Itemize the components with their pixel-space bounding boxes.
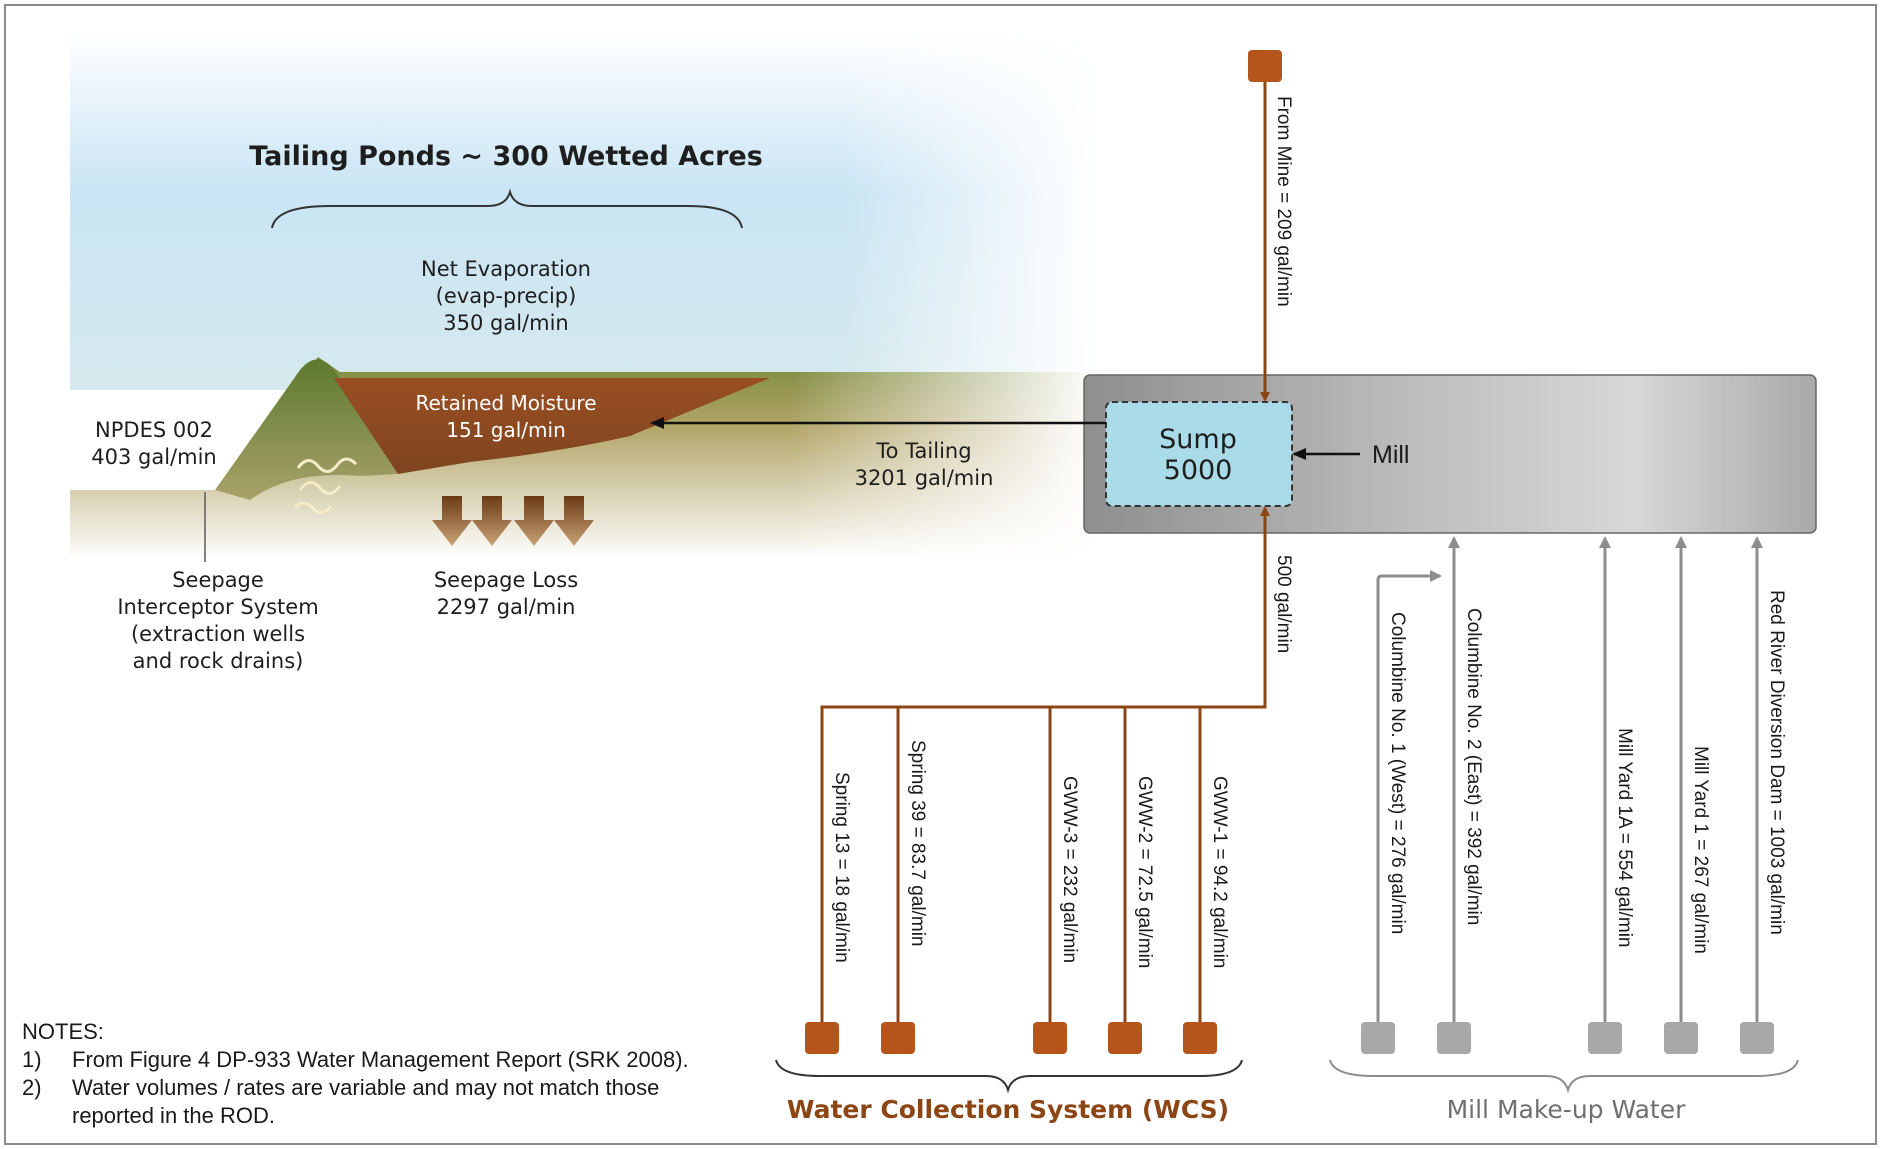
gww-1-box [1183, 1022, 1217, 1054]
wcs-label-gww-1: GWW-1 = 94.2 gal/min [1209, 776, 1230, 968]
gww-3-box [1033, 1022, 1067, 1054]
mill-yard-1-box [1664, 1022, 1698, 1054]
wcs-label-spring-39: Spring 39 = 83.7 gal/min [907, 740, 928, 947]
sump-label: Sump [1159, 424, 1237, 455]
retained-line1: Retained Moisture [415, 391, 596, 415]
mill-yard-1a-box [1588, 1022, 1622, 1054]
note-2-text: Water volumes / rates are variable and m… [72, 1075, 660, 1128]
mine-source-box [1248, 50, 1282, 82]
seepage-loss-line2: 2297 gal/min [437, 595, 576, 619]
notes-heading: NOTES: [22, 1019, 104, 1044]
makeup-label-mill-yard-1a: Mill Yard 1A = 554 gal/min [1614, 728, 1635, 948]
tailing-dam [215, 359, 398, 500]
interceptor-line1: Seepage [172, 568, 264, 592]
interceptor-line3: (extraction wells [131, 622, 305, 646]
mill-label: Mill [1372, 441, 1410, 469]
note-1-number: 1) [22, 1047, 42, 1072]
interceptor-line2: Interceptor System [117, 595, 318, 619]
makeup-label-columbine-2: Columbine No. 2 (East) = 392 gal/min [1463, 608, 1484, 925]
wcs-brace [775, 1059, 1243, 1094]
wcs-flow-label: 500 gal/min [1273, 555, 1294, 653]
retained-moisture-area [334, 378, 770, 474]
spring-39-box [881, 1022, 915, 1054]
columbine-1-box [1361, 1022, 1395, 1054]
npdes-line2: 403 gal/min [91, 445, 216, 469]
seepage-squiggle [293, 457, 358, 514]
makeup-source-boxes [1361, 1022, 1774, 1054]
note-2-number: 2) [22, 1075, 42, 1100]
columbine-2-box [1437, 1022, 1471, 1054]
evap-line2: (evap-precip) [436, 284, 577, 308]
spring-13-box [805, 1022, 839, 1054]
red-river-box [1740, 1022, 1774, 1054]
wcs-label-spring-13: Spring 13 = 18 gal/min [831, 772, 852, 963]
notes-block: NOTES: 1) From Figure 4 DP-933 Water Man… [22, 1018, 782, 1130]
npdes-line1: NPDES 002 [95, 418, 213, 442]
note-1-text: From Figure 4 DP-933 Water Management Re… [72, 1047, 689, 1072]
to-tailing-line1: To Tailing [875, 439, 971, 463]
sump-value: 5000 [1164, 455, 1233, 486]
interceptor-line4: and rock drains) [133, 649, 304, 673]
wcs-group-label: Water Collection System (WCS) [787, 1095, 1229, 1124]
wcs-label-gww-3: GWW-3 = 232 gal/min [1059, 776, 1080, 963]
makeup-label-mill-yard-1: Mill Yard 1 = 267 gal/min [1690, 746, 1711, 954]
wcs-source-boxes [805, 1022, 1217, 1054]
wcs-pipes [820, 506, 1270, 1022]
evap-line3: 350 gal/min [443, 311, 568, 335]
makeup-label-columbine-1: Columbine No. 1 (West) = 276 gal/min [1387, 612, 1408, 934]
seepage-loss-line1: Seepage Loss [434, 568, 578, 592]
sky-fade [70, 30, 1100, 390]
sump-box [1105, 401, 1293, 507]
to-tailing-line2: 3201 gal/min [855, 466, 994, 490]
makeup-brace [1329, 1059, 1799, 1094]
makeup-label-red-river: Red River Diversion Dam = 1003 gal/min [1766, 590, 1787, 935]
wcs-label-gww-2: GWW-2 = 72.5 gal/min [1134, 776, 1155, 968]
diagram-title: Tailing Ponds ~ 300 Wetted Acres [249, 141, 763, 172]
note-2: 2) Water volumes / rates are variable an… [22, 1074, 782, 1130]
makeup-pipes [1376, 536, 1763, 1022]
retained-line2: 151 gal/min [446, 418, 566, 442]
tailing-ponds-brace [271, 188, 743, 229]
gww-2-box [1108, 1022, 1142, 1054]
makeup-group-label: Mill Make-up Water [1447, 1095, 1687, 1124]
seepage-arrows [432, 496, 594, 546]
note-1: 1) From Figure 4 DP-933 Water Management… [22, 1046, 782, 1074]
evap-line1: Net Evaporation [421, 257, 591, 281]
from-mine-label: From Mine = 209 gal/min [1273, 96, 1294, 307]
